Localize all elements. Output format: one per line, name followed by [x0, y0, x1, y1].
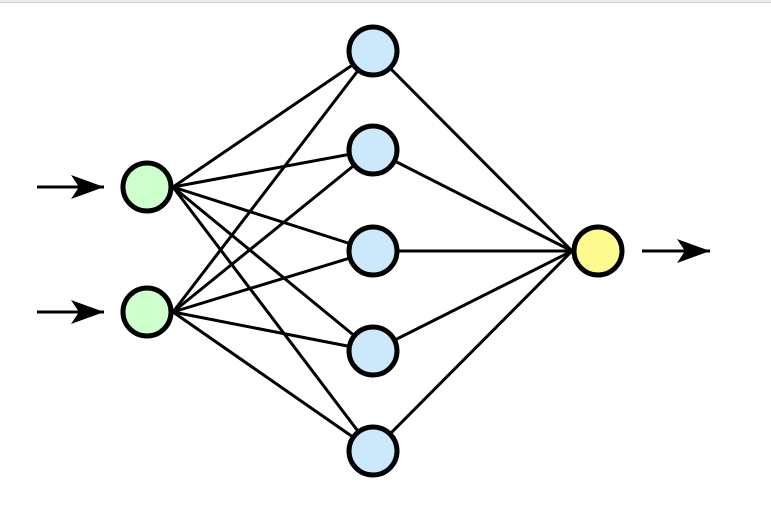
edge-i2-h5 — [172, 310, 374, 453]
hidden-node-5 — [346, 424, 400, 478]
edge-i1-h5 — [171, 186, 375, 452]
edge-i2-h3 — [172, 249, 374, 314]
edge-i1-h4 — [172, 185, 374, 353]
edge-i1-h2 — [172, 148, 374, 189]
edge-h5-o1 — [371, 249, 574, 453]
hidden-node-4 — [346, 324, 400, 378]
input-node-2 — [120, 285, 174, 339]
window-top-strip — [0, 0, 771, 3]
hidden-node-2 — [346, 123, 400, 177]
input-node-1 — [120, 160, 174, 214]
hidden-node-3 — [346, 224, 400, 278]
edge-i2-h1 — [171, 50, 375, 313]
output-node-1 — [571, 224, 625, 278]
edge-h4-o1 — [372, 249, 573, 353]
edge-i2-h2 — [172, 148, 374, 314]
edge-h1-o1 — [371, 49, 574, 253]
edge-i1-h3 — [172, 185, 374, 253]
edge-h2-o1 — [372, 148, 573, 253]
hidden-node-1 — [346, 24, 400, 78]
edge-i1-h1 — [172, 49, 374, 189]
edge-i2-h4 — [172, 310, 374, 353]
